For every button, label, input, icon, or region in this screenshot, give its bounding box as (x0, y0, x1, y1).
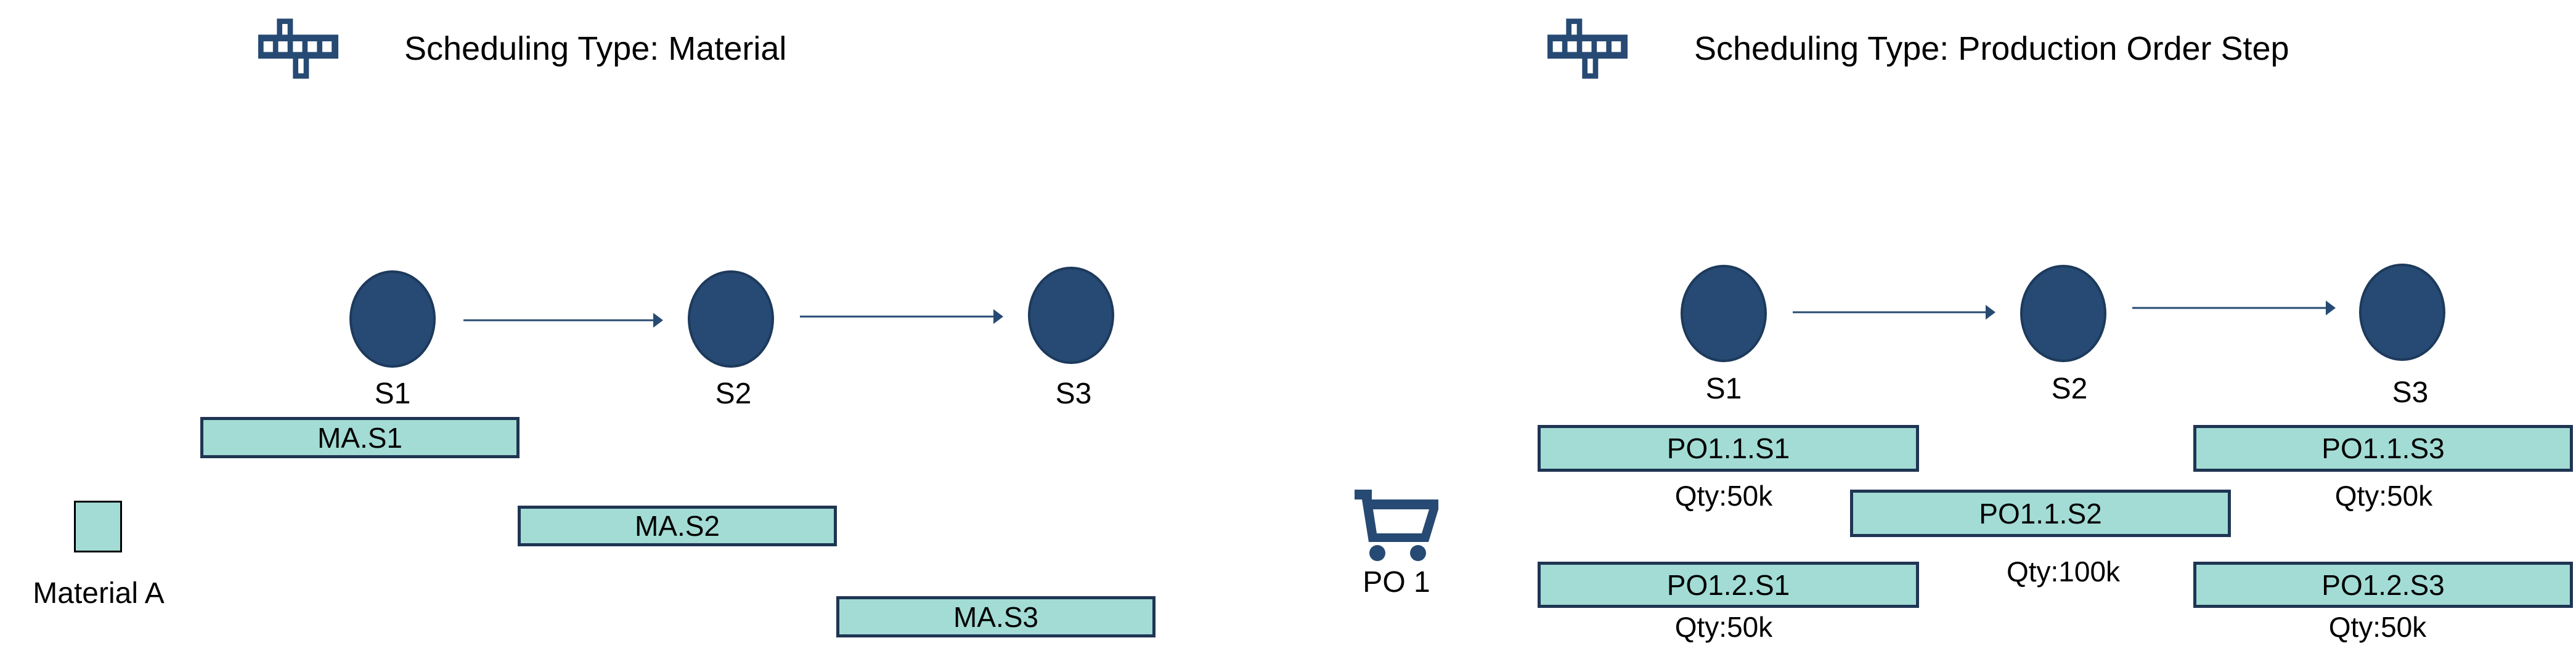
schedule-bar-ma-s2[interactable]: MA.S2 (518, 506, 837, 546)
step-node-s1 (349, 270, 436, 368)
quantity-label: Qty:100k (2006, 556, 2121, 588)
right-title: Scheduling Type: Production Order Step (1694, 30, 2289, 67)
step-label: S3 (1055, 378, 1092, 410)
schedule-bar-ma-s1[interactable]: MA.S1 (200, 417, 520, 458)
network-blocks-icon (1547, 18, 1628, 79)
step-node-s3 (2359, 264, 2445, 361)
quantity-label: Qty:50k (2334, 480, 2433, 512)
schedule-bar-ma-s3[interactable]: MA.S3 (836, 596, 1156, 637)
schedule-bar-po1-2-s1[interactable]: PO1.2.S1 (1538, 562, 1919, 608)
step-node-s1 (1681, 265, 1767, 362)
schedule-bar-po1-1-s1[interactable]: PO1.1.S1 (1538, 425, 1919, 472)
schedule-bar-po1-1-s3[interactable]: PO1.1.S3 (2193, 425, 2573, 472)
shopping-cart-icon (1355, 490, 1438, 561)
schedule-bar-po1-1-s2[interactable]: PO1.1.S2 (1850, 490, 2231, 537)
quantity-label: Qty:50k (1674, 611, 1773, 643)
step-label: S2 (2051, 373, 2088, 405)
step-label: S3 (2392, 376, 2429, 409)
quantity-label: Qty:50k (1674, 480, 1773, 512)
step-label: S1 (374, 378, 411, 410)
quantity-label: Qty:50k (2328, 611, 2427, 643)
network-blocks-icon (258, 18, 338, 79)
step-node-s2 (2020, 265, 2106, 362)
step-node-s3 (1028, 267, 1114, 364)
schedule-bar-po1-2-s3[interactable]: PO1.2.S3 (2193, 562, 2573, 608)
material-label: Material A (33, 577, 165, 610)
order-label: PO 1 (1363, 566, 1430, 599)
step-label: S1 (1705, 373, 1742, 405)
step-label: S2 (715, 378, 752, 410)
left-title: Scheduling Type: Material (404, 30, 787, 67)
step-node-s2 (688, 270, 774, 368)
material-icon (74, 501, 122, 552)
